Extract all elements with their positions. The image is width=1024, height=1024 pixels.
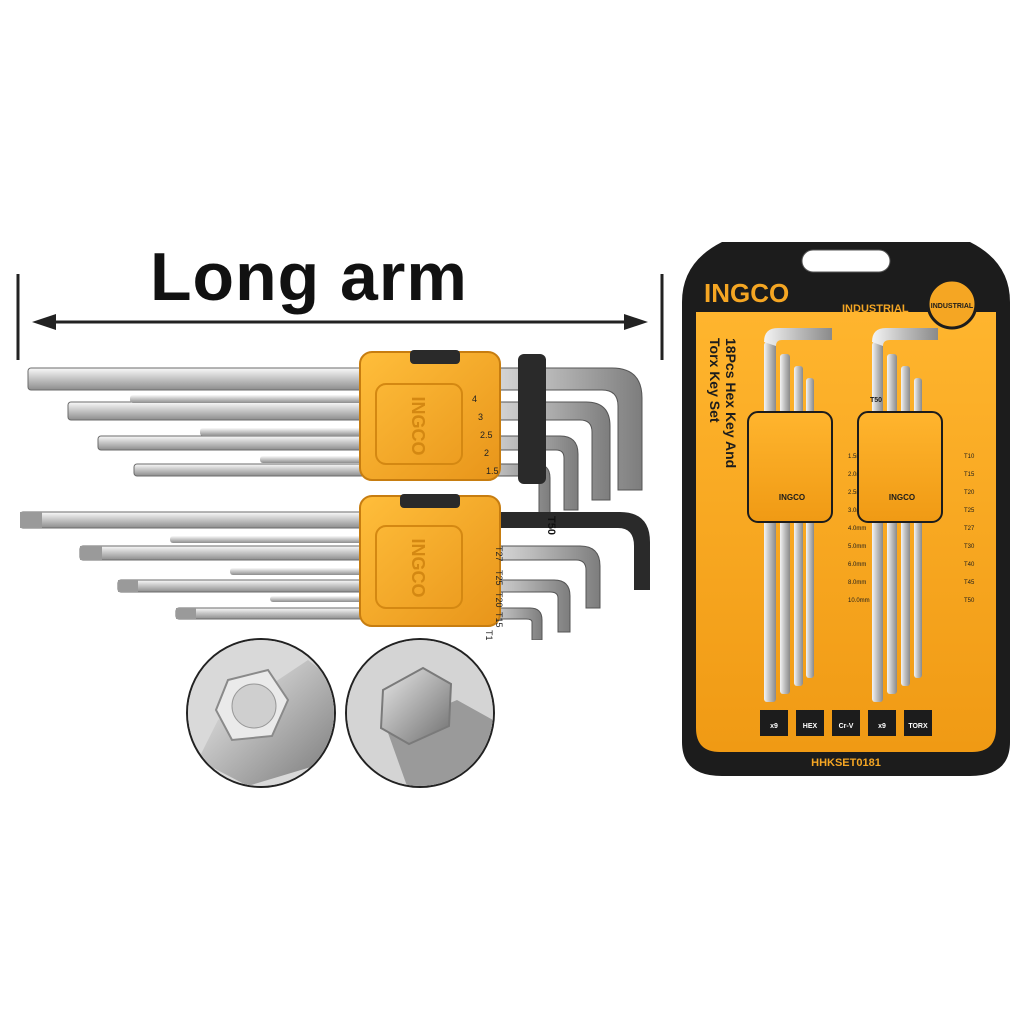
package-hex-keys: INGCO bbox=[747, 328, 833, 702]
package-torx-keys: INGCO T50 bbox=[857, 328, 943, 702]
package-brand: INGCO bbox=[704, 278, 789, 308]
torx-chart-item: T27 bbox=[964, 526, 975, 532]
feature-badges: x9 HEX Cr-V x9 TORX bbox=[760, 710, 932, 736]
torx-chart-item: T15 bbox=[964, 472, 975, 478]
package-torx-holder-brand: INGCO bbox=[889, 493, 915, 502]
badge-hex: HEX bbox=[803, 723, 818, 730]
torx-chart-item: T40 bbox=[964, 562, 975, 568]
product-packaging-image: INGCO INDUSTRIAL INDUSTRIAL 18Pcs Hex Ke… bbox=[682, 242, 1010, 776]
torx-size-label: T20 bbox=[494, 592, 504, 608]
torx-chart-item: T20 bbox=[964, 490, 975, 496]
package-title-line1: 18Pcs Hex Key And bbox=[723, 338, 739, 468]
hex-holder-brand: INGCO bbox=[408, 396, 428, 455]
torx-size-label: T10 bbox=[484, 630, 494, 640]
hex-size-label: 1.5 bbox=[486, 466, 499, 476]
hex-chart-item: 4.0mm bbox=[848, 526, 866, 532]
hex-end-detail-image bbox=[345, 638, 495, 788]
package-hex-holder-brand: INGCO bbox=[779, 493, 805, 502]
hex-size-label: 2.5 bbox=[480, 430, 493, 440]
torx-size-label: T25 bbox=[494, 570, 504, 586]
hang-hole bbox=[801, 249, 891, 273]
torx-chart-item: T10 bbox=[964, 454, 975, 460]
torx-size-chart: T10 T15 T20 T25 T27 T30 T40 T45 T50 bbox=[964, 454, 975, 604]
hex-chart-item: 8.0mm bbox=[848, 580, 866, 586]
hex-size-label: 3 bbox=[478, 412, 483, 422]
package-model-number: HHKSET0181 bbox=[811, 757, 881, 769]
ball-end-detail-image bbox=[186, 638, 336, 788]
torx-size-label: T15 bbox=[494, 612, 504, 628]
torx-chart-item: T50 bbox=[964, 598, 975, 604]
torx-large-label: T50 bbox=[545, 516, 557, 535]
key-sets-product-image: INGCO 4 3 2.5 2 1.5 INGCO T27 T25 T20 T1… bbox=[20, 350, 650, 640]
hex-size-label: 2 bbox=[484, 448, 489, 458]
hex-chart-item: 5.0mm bbox=[848, 544, 866, 550]
industrial-seal-icon bbox=[926, 278, 978, 330]
hex-key-holder: INGCO 4 3 2.5 2 1.5 bbox=[359, 350, 546, 484]
badge-count-torx: x9 bbox=[878, 723, 886, 730]
torx-size-label: T27 bbox=[494, 546, 504, 562]
torx-chart-item: T25 bbox=[964, 508, 975, 514]
badge-torx: TORX bbox=[908, 723, 928, 730]
industrial-seal-text: INDUSTRIAL bbox=[931, 303, 974, 310]
hex-chart-item: 10.0mm bbox=[848, 598, 870, 604]
long-arm-arrow-icon bbox=[16, 274, 664, 360]
hex-size-label: 4 bbox=[472, 394, 477, 404]
hex-chart-item: 6.0mm bbox=[848, 562, 866, 568]
headline: Long arm bbox=[150, 239, 468, 315]
badge-count-hex: x9 bbox=[770, 723, 778, 730]
torx-key-holder: INGCO T27 T25 T20 T15 T10 T50 bbox=[359, 494, 557, 640]
torx-holder-brand: INGCO bbox=[408, 538, 428, 597]
package-brand-tag: INDUSTRIAL bbox=[842, 303, 909, 315]
badge-material: Cr-V bbox=[839, 723, 854, 730]
package-torx-top-label: T50 bbox=[870, 397, 882, 404]
torx-chart-item: T45 bbox=[964, 580, 975, 586]
package-title-line2: Torx Key Set bbox=[707, 338, 723, 423]
hex-keys bbox=[27, 367, 643, 519]
torx-chart-item: T30 bbox=[964, 544, 975, 550]
